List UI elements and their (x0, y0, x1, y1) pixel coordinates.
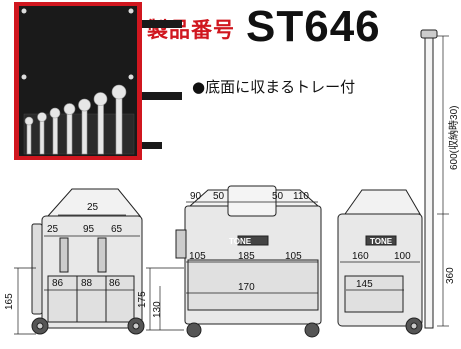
front-top-width: 25 (87, 202, 99, 213)
model-number: ST646 (246, 2, 381, 51)
front-height: 165 (4, 293, 15, 310)
side-left-top: 90 (190, 191, 202, 202)
brand-logo-back: TONE (370, 237, 393, 246)
side-view-drawing (175, 185, 322, 338)
side-height-total: 175 (137, 291, 148, 308)
front-left-width: 25 (47, 224, 59, 235)
brand-logo: TONE (229, 237, 252, 246)
wrench-icons (24, 84, 127, 155)
side-center-mid: 185 (238, 251, 255, 262)
front-pocket-2: 88 (81, 278, 93, 289)
back-left-width: 160 (352, 251, 369, 262)
side-bottom-width: 170 (238, 282, 255, 293)
side-right-mid: 105 (285, 251, 302, 262)
side-view-dimension-lines (146, 201, 318, 331)
front-pocket-1: 86 (52, 278, 64, 289)
side-handle-2: 50 (272, 191, 284, 202)
front-view-drawing (31, 188, 145, 335)
back-view-drawing (337, 29, 438, 335)
back-height: 360 (445, 267, 456, 284)
back-view-dimension-lines (340, 35, 449, 327)
back-pocket-width: 145 (356, 279, 373, 290)
side-right-top: 110 (293, 191, 309, 202)
back-right-width: 100 (394, 251, 411, 262)
front-right-width: 65 (111, 224, 123, 235)
front-pocket-3: 86 (109, 278, 121, 289)
back-handle-extended: 600(収納時30) (449, 105, 460, 170)
feature-note: ●底面に収まるトレー付 (192, 76, 355, 97)
tool-roll-image (14, 2, 182, 160)
bullet-icon: ● (192, 78, 206, 96)
front-view-dimension-lines (14, 214, 140, 335)
feature-text: 底面に収まるトレー付 (205, 78, 356, 96)
front-middle-width: 95 (83, 224, 95, 235)
side-left-mid: 105 (189, 251, 206, 262)
side-height-lower: 130 (152, 301, 163, 318)
side-handle-1: 50 (213, 191, 225, 202)
